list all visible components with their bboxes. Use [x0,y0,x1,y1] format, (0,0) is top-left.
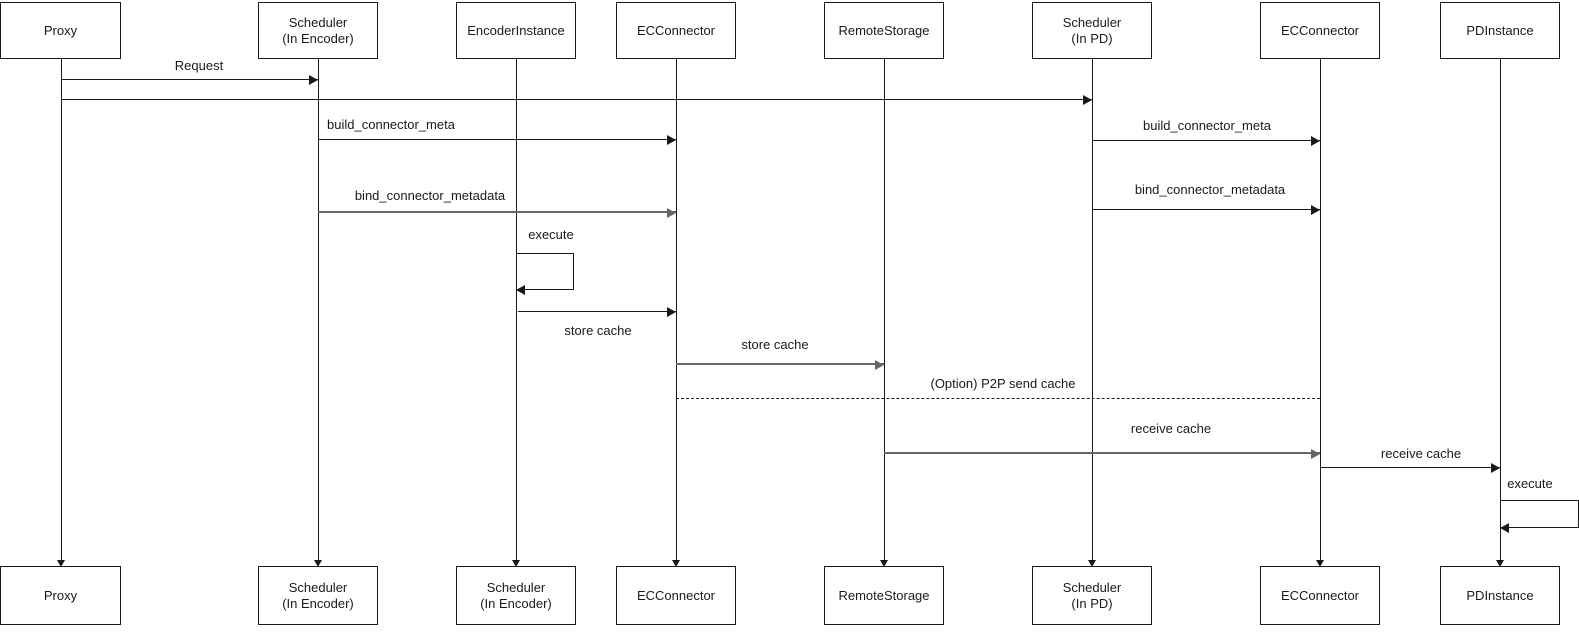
participant-footer-ecc_enc[interactable]: ECConnector [616,566,736,625]
lifeline-sched_pd [1092,59,1093,560]
self-call-arrowhead-execute-pdinstance [1500,523,1509,533]
participant-name: ECConnector [1280,22,1360,38]
participant-name: Scheduler [1062,579,1122,595]
participant-qualifier: (In PD) [1071,595,1113,611]
message-label-m11: receive cache [1130,421,1212,436]
message-line-m1 [61,75,318,85]
participant-footer-sched_enc[interactable]: Scheduler(In Encoder) [258,566,378,625]
lifeline-arrow-ecc_pd [1316,560,1324,567]
participant-footer-sched_pd[interactable]: Scheduler(In PD) [1032,566,1152,625]
message-line-m3 [318,135,676,145]
arrowhead-m6 [1311,205,1320,215]
self-call-arrowhead-execute-encoder [516,285,525,295]
lifeline-arrow-sched_enc [314,560,322,567]
self-call-execute-encoder [517,253,574,290]
message-label-m10: (Option) P2P send cache [930,376,1076,391]
message-label-m8: store cache [564,323,632,338]
message-label-m12: receive cache [1380,446,1462,461]
participant-header-ecc_enc[interactable]: ECConnector [616,2,736,59]
arrowhead-m12 [1491,463,1500,473]
participant-name: ECConnector [636,22,716,38]
message-line-m7 [518,307,676,317]
message-label-m6: bind_connector_metadata [1134,182,1286,197]
lifeline-remote [884,59,885,560]
lifeline-ecc_enc [676,59,677,560]
lifeline-ecc_pd [1320,59,1321,560]
participant-name: Scheduler [486,579,546,595]
participant-footer-proxy[interactable]: Proxy [0,566,121,625]
message-label-m4: build_connector_meta [1143,118,1271,133]
participant-header-proxy[interactable]: Proxy [0,2,121,59]
participant-footer-ecc_pd[interactable]: ECConnector [1260,566,1380,625]
participant-name: ECConnector [636,587,716,603]
arrowhead-m9 [875,360,884,370]
participant-qualifier: (In Encoder) [282,30,354,46]
participant-qualifier: (In PD) [1071,30,1113,46]
message-label-m5: bind_connector_metadata [354,188,506,203]
participant-name: Proxy [43,587,78,603]
participant-name: Scheduler [288,14,348,30]
arrowhead-m4 [1311,136,1320,146]
participant-header-pd_inst[interactable]: PDInstance [1440,2,1560,59]
participant-qualifier: (In Encoder) [480,595,552,611]
participant-name: Scheduler [1062,14,1122,30]
lifeline-enc_inst [516,59,517,560]
lifeline-pd_inst [1500,59,1501,560]
message-line-m6 [1092,205,1320,215]
lifeline-arrow-sched_pd [1088,560,1096,567]
participant-footer-remote[interactable]: RemoteStorage [824,566,944,625]
message-label-m9: store cache [741,337,809,352]
message-line-m5 [318,208,676,218]
message-line-m11 [884,449,1320,459]
lifeline-arrow-ecc_enc [672,560,680,567]
self-call-label-execute-encoder: execute [528,227,574,242]
lifeline-arrow-enc_inst [512,560,520,567]
message-label-m3: build_connector_meta [327,117,455,132]
lifeline-arrow-remote [880,560,888,567]
participant-name: Proxy [43,22,78,38]
self-call-label-execute-pdinstance: execute [1507,476,1553,491]
lifeline-arrow-proxy [57,560,65,567]
arrowhead-m3 [667,135,676,145]
participant-name: Scheduler [288,579,348,595]
arrowhead-m2 [1083,95,1092,105]
participant-header-sched_enc[interactable]: Scheduler(In Encoder) [258,2,378,59]
lifeline-proxy [61,59,62,560]
message-line-m2 [61,95,1092,105]
message-line-m4 [1092,136,1320,146]
participant-qualifier: (In Encoder) [282,595,354,611]
participant-name: RemoteStorage [838,22,930,38]
self-call-execute-pdinstance [1501,500,1579,528]
arrowhead-m7 [667,307,676,317]
message-line-m10 [676,398,1320,399]
lifeline-sched_enc [318,59,319,560]
arrowhead-m5 [667,208,676,218]
participant-footer-pd_inst[interactable]: PDInstance [1440,566,1560,625]
participant-header-ecc_pd[interactable]: ECConnector [1260,2,1380,59]
participant-name: RemoteStorage [838,587,930,603]
participant-header-remote[interactable]: RemoteStorage [824,2,944,59]
message-line-m12 [1320,463,1500,473]
lifeline-arrow-pd_inst [1496,560,1504,567]
participant-name: PDInstance [1466,587,1534,603]
participant-name: PDInstance [1466,22,1534,38]
participant-header-sched_pd[interactable]: Scheduler(In PD) [1032,2,1152,59]
message-line-m9 [676,360,884,370]
participant-footer-enc_inst[interactable]: Scheduler(In Encoder) [456,566,576,625]
arrowhead-m11 [1311,449,1320,459]
participant-name: ECConnector [1280,587,1360,603]
participant-header-enc_inst[interactable]: EncoderInstance [456,2,576,59]
arrowhead-m1 [309,75,318,85]
participant-name: EncoderInstance [467,22,565,38]
message-label-m1: Request [174,58,224,73]
